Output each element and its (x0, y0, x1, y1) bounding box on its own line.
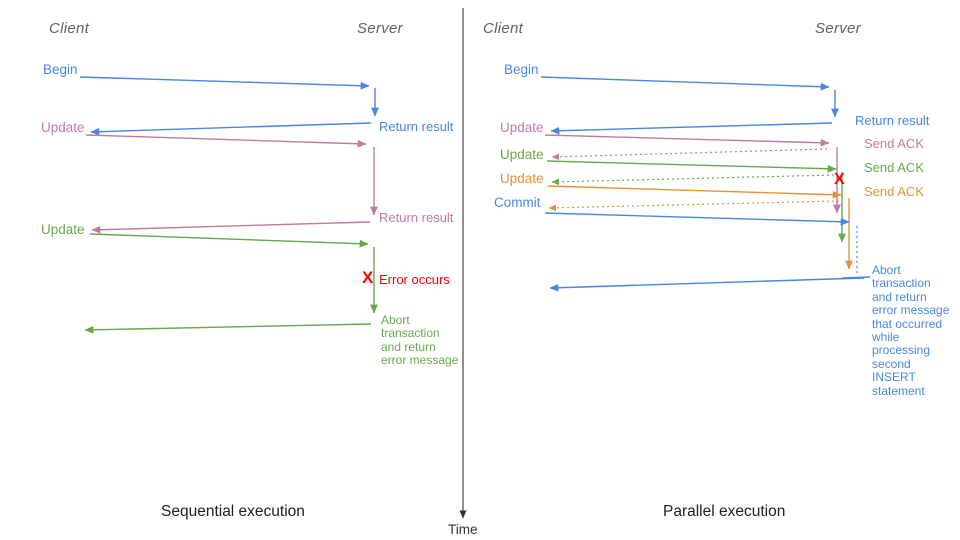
left-panel-arrows (79, 76, 379, 334)
right-update-2-label: Update (500, 147, 544, 162)
right-update-1-label: Update (500, 120, 544, 135)
left-update-1-request-arrow (85, 134, 367, 148)
right-send-ack-3-label: Send ACK (864, 184, 924, 199)
right-update-2-request-arrow (546, 160, 837, 173)
left-begin-label: Begin (43, 62, 78, 77)
right-update-3-request-arrow (547, 185, 842, 199)
right-abort-return-arrow (549, 277, 865, 292)
right-return-result-arrow (550, 122, 833, 135)
left-return-result-1-label: Return result (379, 119, 454, 134)
left-abort-return-arrow (84, 323, 372, 334)
right-begin-label: Begin (504, 62, 539, 77)
right-send-ack-2-label: Send ACK (864, 160, 924, 175)
right-abort-message: Abort transaction and return error messa… (872, 263, 950, 398)
left-server-heading: Server (357, 20, 403, 37)
time-axis-label: Time (448, 522, 478, 537)
left-caption: Sequential execution (161, 503, 305, 520)
right-update-1-request-arrow (544, 134, 830, 147)
right-client-heading: Client (483, 20, 524, 37)
left-return-result-2-label: Return result (379, 210, 454, 225)
right-ack-3-dashed-arrow (548, 200, 840, 212)
right-return-result-label: Return result (855, 113, 930, 128)
right-caption: Parallel execution (663, 503, 786, 520)
left-return-result-1-arrow (90, 122, 372, 136)
right-commit-request-arrow (544, 212, 850, 226)
right-server-heading: Server (815, 20, 861, 37)
left-begin-request-arrow (79, 76, 370, 90)
right-error-x-mark: X (834, 171, 845, 188)
right-panel-arrows (540, 76, 871, 292)
left-client-heading: Client (49, 20, 90, 37)
left-update-2-label: Update (41, 222, 85, 237)
left-error-x-mark: X (362, 268, 374, 287)
right-update-3-label: Update (500, 171, 544, 186)
right-commit-label: Commit (494, 195, 541, 210)
right-ack-1-dashed-arrow (551, 148, 828, 161)
left-update-1-label: Update (41, 120, 85, 135)
left-update-2-request-arrow (89, 233, 369, 248)
right-send-ack-1-label: Send ACK (864, 136, 924, 151)
left-error-occurs-label: Error occurs (379, 272, 450, 287)
left-abort-message: Abort transaction and return error messa… (381, 313, 459, 368)
right-server-tick-line (841, 276, 871, 279)
right-begin-request-arrow (540, 76, 830, 91)
right-ack-2-dashed-arrow (551, 174, 835, 186)
left-return-result-2-arrow (91, 221, 371, 234)
